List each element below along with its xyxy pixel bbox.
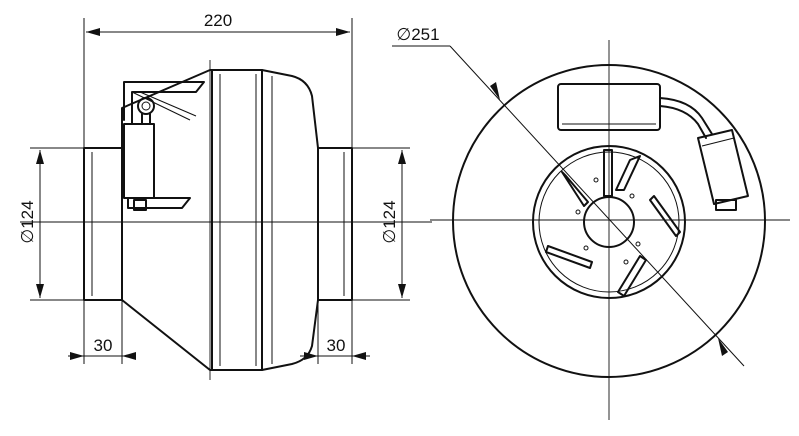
dimension-left-diameter: ∅124 [18,147,84,301]
impeller-blades [545,149,681,297]
impeller-rivets [575,177,641,265]
right-spigot-label: 30 [327,336,346,355]
dimension-outer-diameter: ∅251 [392,25,745,367]
right-spigot [317,147,353,301]
left-diameter-label: ∅124 [18,200,37,243]
screw-icon [133,199,147,211]
cable-connector [697,129,749,211]
dimension-right-spigot: 30 [300,300,370,364]
terminal-bracket [123,81,205,211]
front-view: ∅251 [392,25,790,420]
dimension-left-spigot: 30 [68,300,136,364]
cable-gland-icon [137,97,155,115]
overall-length-label: 220 [204,11,232,30]
right-diameter-label: ∅124 [380,200,399,243]
fan-housing [121,69,319,371]
terminal-box [557,83,713,139]
dimension-right-diameter: ∅124 [352,147,410,301]
side-view: 220 ∅124 ∅124 30 [18,11,432,380]
left-spigot-label: 30 [94,336,113,355]
connector-nut-icon [715,199,737,211]
outer-diameter-label: ∅251 [396,25,439,44]
impeller-outer-ring [532,145,686,299]
dimension-overall-length: 220 [83,11,353,148]
left-spigot [83,147,123,301]
housing-outer-circle [452,64,766,378]
